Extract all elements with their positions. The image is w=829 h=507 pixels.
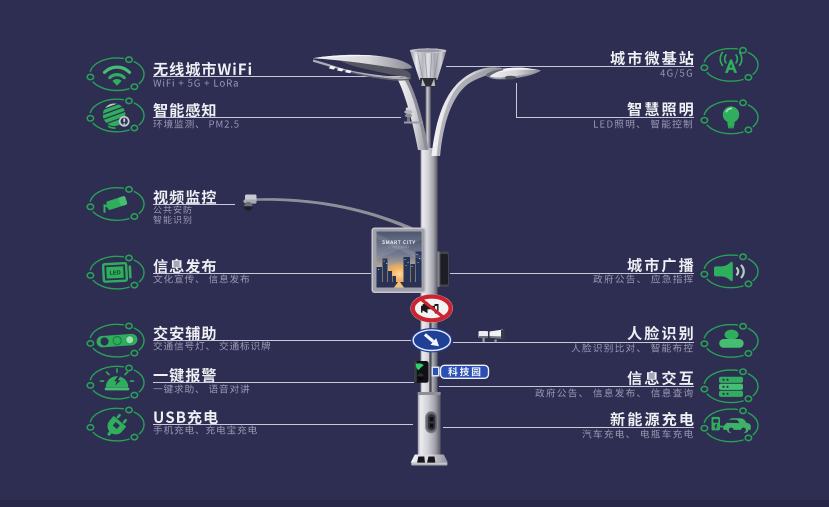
svg-text:LED: LED (109, 270, 120, 277)
